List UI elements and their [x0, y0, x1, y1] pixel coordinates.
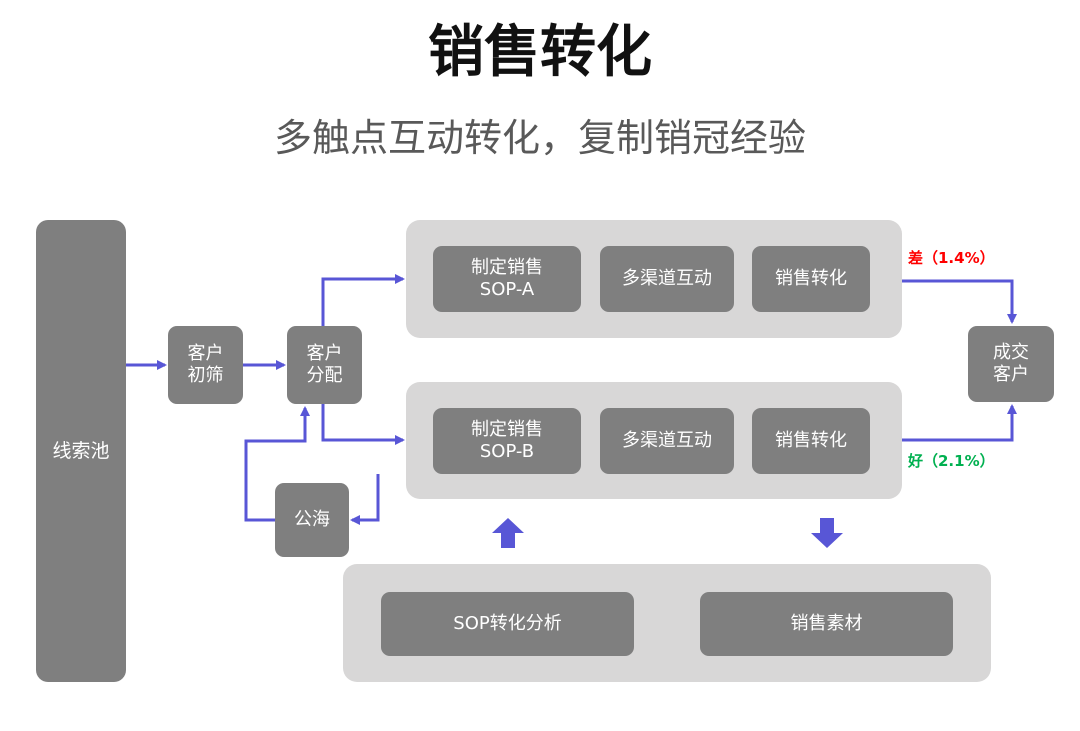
sop-analysis-box: SOP转化分析: [381, 592, 634, 656]
lead-pool-box: 线索池: [36, 220, 126, 682]
sop-b-plan-line-2: SOP-B: [479, 441, 535, 462]
screening-line-1: 客户: [187, 343, 224, 364]
lead-pool-label: 线索池: [52, 440, 110, 462]
arrow-sop-b-to-closed: [902, 404, 1017, 442]
page-title: 销售转化: [428, 20, 652, 85]
sop-b-interaction-label: 多渠道互动: [622, 430, 712, 451]
sop-b-conversion-label: 销售转化: [775, 430, 847, 451]
sop-b-conversion-box: 销售转化: [752, 408, 870, 474]
sop-a-result-label: 差（1.4%）: [908, 249, 995, 267]
sop-a-conversion-label: 销售转化: [775, 268, 847, 289]
sop-b-result-label: 好（2.1%）: [908, 452, 995, 470]
customer-allocation-box: 客户 分配: [287, 326, 362, 404]
closed-line-2: 客户: [993, 364, 1029, 385]
screening-line-2: 初筛: [187, 365, 224, 386]
block-arrow-down: [811, 518, 843, 548]
arrow-allocation-to-sop-b: [321, 404, 405, 445]
sales-materials-label: 销售素材: [790, 613, 863, 634]
page-subtitle: 多触点互动转化，复制销冠经验: [273, 116, 806, 160]
sop-a-interaction-label: 多渠道互动: [622, 268, 712, 289]
sop-b-plan-box: 制定销售 SOP-B: [433, 408, 581, 474]
allocation-line-2: 分配: [306, 365, 343, 386]
sop-a-interaction-box: 多渠道互动: [600, 246, 734, 312]
arrow-sop-b-to-public-pool: [350, 474, 380, 525]
sales-materials-box: 销售素材: [700, 592, 953, 656]
public-pool-box: 公海: [275, 483, 349, 557]
arrow-public-pool-to-allocation: [244, 406, 310, 522]
sop-a-plan-line-2: SOP-A: [479, 279, 535, 300]
sop-a-plan-box: 制定销售 SOP-A: [433, 246, 581, 312]
sop-a-plan-line-1: 制定销售: [471, 257, 543, 278]
allocation-line-1: 客户: [306, 343, 343, 364]
block-arrow-up: [492, 518, 524, 548]
closed-customer-box: 成交 客户: [968, 326, 1054, 402]
closed-line-1: 成交: [993, 342, 1029, 363]
sop-analysis-label: SOP转化分析: [453, 613, 562, 634]
public-pool-label: 公海: [294, 509, 330, 530]
customer-screening-box: 客户 初筛: [168, 326, 243, 404]
arrow-allocation-to-sop-a: [321, 274, 405, 326]
sop-a-conversion-box: 销售转化: [752, 246, 870, 312]
sop-b-plan-line-1: 制定销售: [471, 419, 543, 440]
arrow-sop-a-to-closed: [902, 279, 1017, 324]
sop-b-interaction-box: 多渠道互动: [600, 408, 734, 474]
